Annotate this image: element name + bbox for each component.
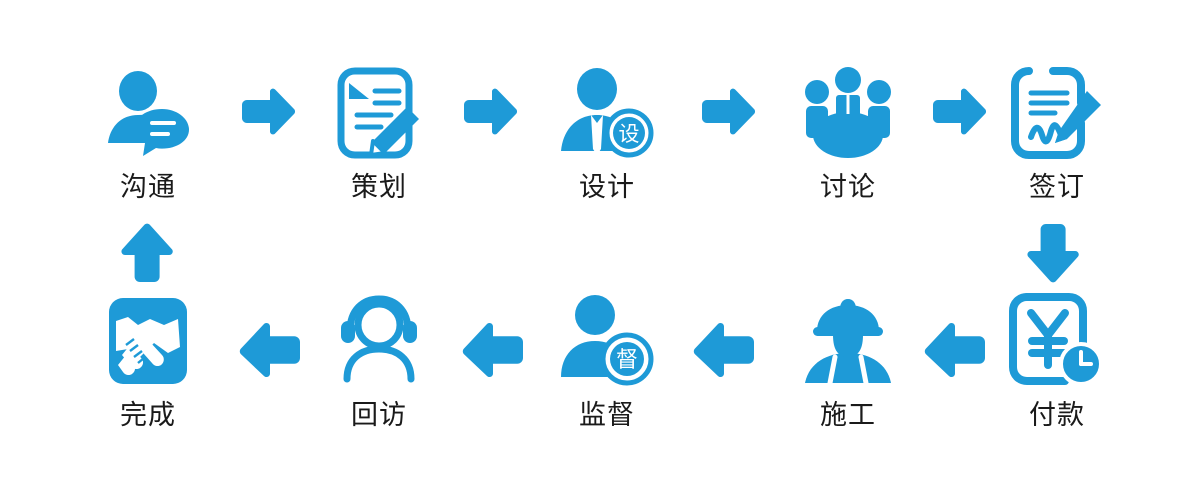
arrow-down-icon [1026, 222, 1082, 284]
badge-text: 设 [619, 122, 640, 146]
arrow-left-icon [461, 322, 525, 378]
arrow-right-icon [700, 88, 756, 136]
arrow-right-icon [931, 88, 987, 136]
flow-step-label: 讨论 [820, 172, 876, 203]
arrow-left-icon [923, 322, 987, 378]
construction-worker-icon [768, 286, 928, 396]
flow-step-label: 沟通 [120, 172, 176, 203]
flow-step-design[interactable]: 设 设计 [527, 58, 687, 201]
handshake-icon [68, 286, 228, 396]
group-meeting-icon [768, 58, 928, 168]
arrow-up-icon [120, 222, 176, 284]
arrow-right-icon [240, 88, 296, 136]
flow-step-label: 监督 [579, 400, 635, 431]
flow-step-label: 策划 [351, 172, 407, 203]
headset-person-icon [299, 286, 459, 396]
arrow-right-icon [462, 88, 518, 136]
flow-step-label: 施工 [820, 400, 876, 431]
flow-step-complete[interactable]: 完成 [68, 286, 228, 429]
flow-step-label: 完成 [120, 400, 176, 431]
flow-step-supervision[interactable]: 督 监督 [527, 286, 687, 429]
contract-signature-icon [977, 58, 1137, 168]
flow-step-construction[interactable]: 施工 [768, 286, 928, 429]
person-badge-design-icon: 设 [527, 58, 687, 168]
flow-step-signing[interactable]: 签订 [977, 58, 1137, 201]
flow-step-label: 回访 [351, 400, 407, 431]
badge-text: 督 [616, 348, 638, 373]
arrow-left-icon [238, 322, 302, 378]
arrow-left-icon [692, 322, 756, 378]
flow-step-label: 签订 [1029, 172, 1085, 203]
document-pencil-icon [299, 58, 459, 168]
person-chat-bubble-icon [68, 58, 228, 168]
flow-step-followup[interactable]: 回访 [299, 286, 459, 429]
flow-step-planning[interactable]: 策划 [299, 58, 459, 201]
flow-step-label: 付款 [1029, 400, 1085, 431]
flow-step-payment[interactable]: 付款 [977, 286, 1137, 429]
flow-step-label: 设计 [579, 172, 635, 203]
person-badge-supervise-icon: 督 [527, 286, 687, 396]
flow-step-communication[interactable]: 沟通 [68, 58, 228, 201]
flow-step-discussion[interactable]: 讨论 [768, 58, 928, 201]
yen-invoice-clock-icon [977, 286, 1137, 396]
